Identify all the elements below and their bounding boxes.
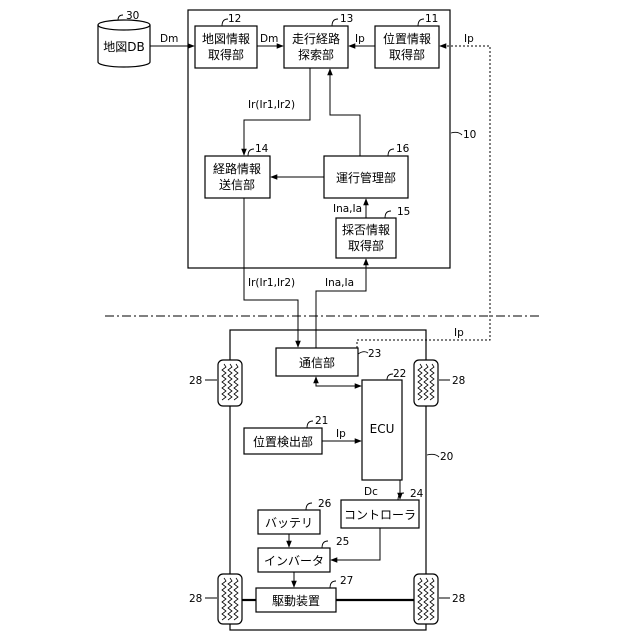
position-detect-ref: 21 — [315, 415, 328, 427]
acceptance-info-ref-leader — [385, 211, 391, 218]
ina-arrow-comm-to-acceptance — [316, 259, 366, 348]
controller-ref-leader — [398, 493, 404, 500]
position-detect-label: 位置検出部 — [253, 434, 313, 449]
map-info-label-line1: 地図情報 — [202, 32, 250, 46]
operation-mgmt-ref-leader — [388, 149, 394, 156]
route-search-ref-leader — [332, 19, 338, 26]
wheel-ref-4: 28 — [452, 593, 465, 605]
ir-arrow-tx-to-comm — [244, 198, 298, 347]
ir-arrow-route-search-to-tx — [244, 68, 310, 155]
route-search-label-line1: 走行経路 — [292, 31, 340, 46]
route-info-tx-label-line1: 経路情報 — [213, 161, 261, 176]
drive-ref-leader — [330, 581, 336, 588]
position-info-label-line1: 位置情報 — [383, 31, 431, 46]
route-info-tx-ref: 14 — [255, 143, 269, 155]
comm-ref: 23 — [368, 348, 381, 360]
acceptance-info-label-line2: 取得部 — [348, 238, 384, 253]
position-info-ref: 11 — [425, 13, 438, 25]
position-info-label-line2: 取得部 — [389, 47, 425, 62]
drive-ref: 27 — [340, 575, 353, 587]
map-db-ref-leader — [118, 15, 123, 20]
dm-label-2: Dm — [260, 33, 278, 45]
wheel-ref-1: 28 — [189, 375, 202, 387]
arrow-comm-ecu-bidirectional — [316, 377, 361, 386]
arrow-operation-to-route-search — [330, 69, 360, 156]
ecu-label: ECU — [370, 422, 395, 436]
wheel-rear-right — [414, 574, 438, 624]
wheel-rear-left — [218, 574, 242, 624]
ip-label-3: Ip — [454, 327, 464, 339]
ecu-ref: 22 — [393, 368, 406, 380]
ip-label-4: Ip — [336, 428, 346, 440]
inverter-ref-leader — [322, 541, 328, 548]
controller-label: コントローラ — [344, 508, 416, 522]
position-info-ref-leader — [418, 19, 424, 26]
route-info-tx-label-line2: 送信部 — [219, 177, 255, 192]
wheel-front-right — [414, 360, 438, 406]
dm-label-1: Dm — [160, 33, 178, 45]
wheel-ref-2: 28 — [452, 375, 465, 387]
drive-label: 駆動装置 — [272, 594, 320, 608]
comm-label: 通信部 — [299, 355, 335, 370]
map-info-ref: 12 — [228, 13, 241, 25]
server-ref: 10 — [463, 129, 476, 141]
battery-ref: 26 — [318, 498, 332, 510]
map-info-label-line2: 取得部 — [208, 47, 244, 62]
wheel-front-left — [218, 360, 242, 406]
comm-ref-leader — [358, 352, 368, 354]
ina-label-2: Ina,Ia — [325, 277, 354, 289]
route-info-tx-ref-leader — [248, 149, 254, 156]
route-search-label-line2: 探索部 — [298, 47, 334, 62]
operation-mgmt-ref: 16 — [396, 143, 410, 155]
inverter-label: インバータ — [264, 554, 324, 568]
position-detect-ref-leader — [307, 421, 313, 428]
ip-label-2: Ip — [464, 33, 474, 45]
map-db-ref: 30 — [126, 10, 139, 22]
ip-label-1: Ip — [355, 33, 365, 45]
dc-label: Dc — [364, 486, 378, 498]
battery-label: バッテリ — [265, 516, 313, 530]
ir-label-2: Ir(Ir1,Ir2) — [248, 277, 295, 289]
battery-ref-leader — [306, 503, 312, 510]
acceptance-info-ref: 15 — [397, 206, 410, 218]
route-search-ref: 13 — [340, 13, 353, 25]
server-ref-leader — [451, 132, 462, 135]
ip-dotted-link-comm-to-position — [357, 46, 490, 352]
acceptance-info-label-line1: 採否情報 — [342, 223, 390, 237]
operation-mgmt-label: 運行管理部 — [336, 170, 396, 185]
ir-label-1: Ir(Ir1,Ir2) — [248, 99, 295, 111]
inverter-ref: 25 — [336, 536, 349, 548]
ina-label-1: Ina,Ia — [333, 203, 362, 215]
vehicle-ref-leader — [427, 454, 439, 457]
map-db-label: 地図DB — [103, 40, 144, 54]
wheel-ref-3: 28 — [189, 593, 202, 605]
vehicle-ref: 20 — [440, 451, 453, 463]
controller-ref: 24 — [410, 488, 424, 500]
